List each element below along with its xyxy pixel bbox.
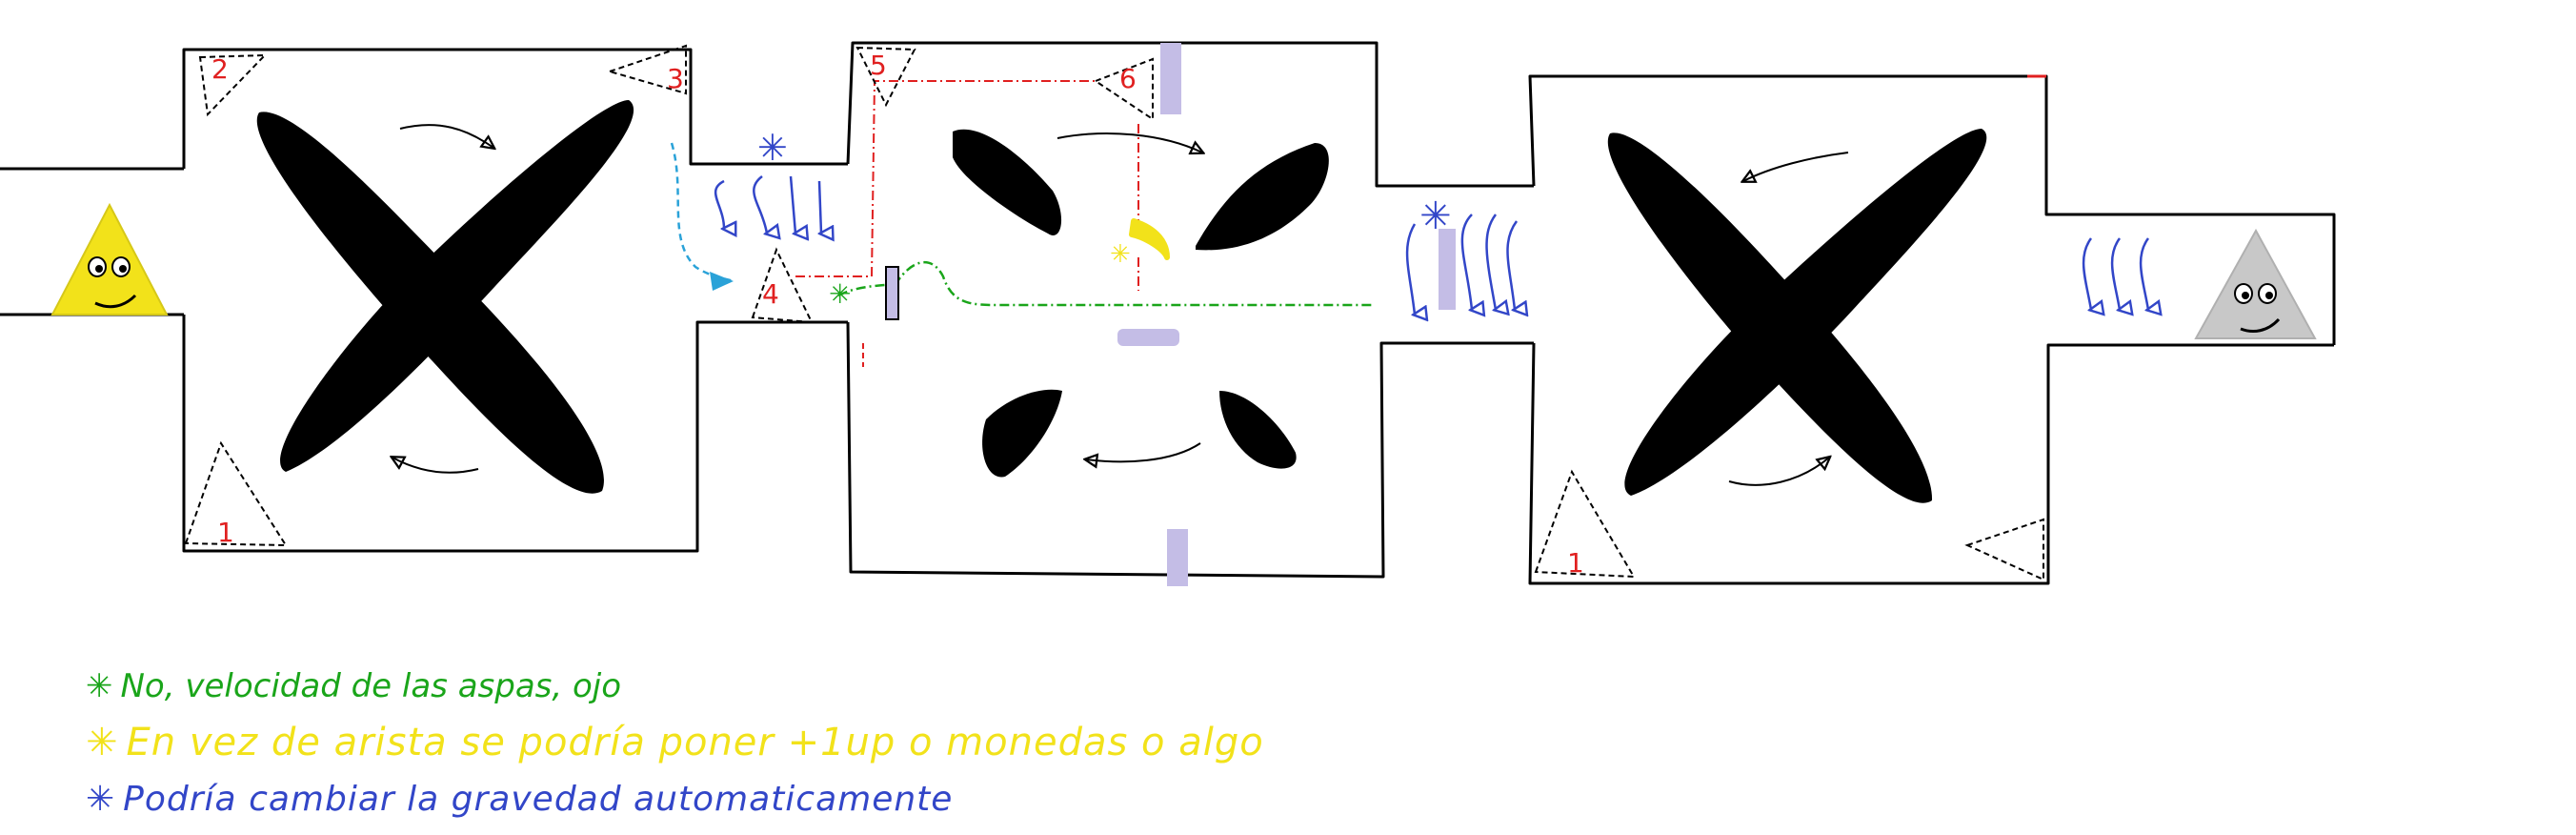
- rotation-arrow: [392, 458, 479, 474]
- design-notes: ✳No, velocidad de las aspas, ojo ✳En vez…: [86, 667, 1515, 829]
- rotation-arrow: [1086, 442, 1201, 461]
- wall-outlines: [0, 41, 2336, 585]
- right-room: 1: [1534, 74, 2046, 581]
- triangle-label: 2: [211, 53, 229, 85]
- green-dashed-path: [837, 260, 1372, 307]
- fan-blades-cross: [1607, 129, 1987, 503]
- rotation-arrow: [399, 124, 493, 148]
- lavender-bar: [1160, 43, 1181, 114]
- rotation-arrow: [1728, 458, 1829, 486]
- smile: [2240, 317, 2281, 333]
- yellow-triangle-character: [50, 202, 169, 316]
- gray-plate: [885, 266, 899, 320]
- green-star-marker: ✳: [829, 278, 851, 310]
- middle-room-wall: [846, 41, 1534, 188]
- spike-triangle: [198, 53, 268, 117]
- spike-triangle: [1534, 469, 1636, 579]
- blue-star-marker: ✳: [757, 127, 788, 169]
- triangle-label: 1: [217, 517, 234, 548]
- gravity-arrows: [1405, 214, 1517, 315]
- fan-blade: [1624, 129, 1987, 496]
- fan-blade: [953, 129, 1062, 235]
- triangle-label: 3: [667, 63, 684, 94]
- gravity-arrows: [714, 175, 821, 234]
- right-room-wall: [1528, 342, 2334, 585]
- note-green-text: No, velocidad de las aspas, ojo: [120, 667, 622, 705]
- lavender-bar: [1117, 329, 1179, 346]
- left-room-wall: [182, 48, 848, 169]
- lavender-bar: [1439, 229, 1456, 310]
- note-blue-text: Podría cambiar la gravedad automaticamen…: [123, 780, 954, 819]
- yellow-star-marker: ✳: [1110, 240, 1131, 269]
- triangle-label: 1: [1567, 547, 1584, 579]
- lavender-bar: [1167, 529, 1188, 586]
- rotation-arrow: [1743, 152, 1849, 181]
- fan-blade: [280, 100, 634, 472]
- note-yellow-text: En vez de arista se podría poner +1up o …: [126, 721, 1264, 764]
- right-room-wall: [1528, 74, 2336, 345]
- middle-room-wall: [846, 321, 1534, 579]
- yellow-star-icon: ✳: [86, 721, 119, 764]
- fan-blades-cross: [256, 100, 634, 494]
- fan-blade: [1196, 143, 1329, 251]
- blue-star-marker: ✳: [1419, 194, 1452, 238]
- blue-star-icon: ✳: [86, 780, 116, 819]
- green-star-icon: ✳: [86, 667, 113, 705]
- spike-triangle: [184, 440, 288, 547]
- spike-triangle: [1093, 57, 1154, 121]
- gravity-arrows: [2082, 237, 2148, 310]
- spike-triangle: [606, 44, 687, 95]
- start-character: [50, 202, 169, 316]
- rotation-arrow: [1057, 132, 1202, 153]
- yellow-banana-pickup: [1129, 218, 1170, 260]
- connector-middle-right: ✳: [1405, 194, 1517, 315]
- red-dashed-route: [795, 80, 1096, 277]
- connector-left-middle: ✳ 4: [670, 127, 821, 324]
- spike-triangle: [751, 247, 814, 324]
- triangle-label: 6: [1119, 63, 1137, 94]
- fan-blade: [1219, 391, 1297, 469]
- left-room-wall: [182, 315, 848, 553]
- note-yellow: ✳En vez de arista se podría poner +1up o…: [86, 721, 1264, 764]
- note-blue: ✳Podría cambiar la gravedad automaticame…: [86, 780, 953, 819]
- fan-blade: [982, 389, 1062, 478]
- smile: [94, 294, 137, 309]
- note-green: ✳No, velocidad de las aspas, ojo: [86, 667, 621, 705]
- spike-triangle: [855, 46, 916, 108]
- cyan-dashed-path: [670, 142, 735, 283]
- middle-room: 5 6 ✳ ✳: [795, 43, 1372, 586]
- exit-corridor: [2082, 228, 2317, 339]
- spike-triangle: [1964, 518, 2044, 581]
- left-room: 2 3 1: [184, 44, 687, 548]
- goal-character: [2194, 228, 2317, 339]
- gray-triangle-character: [2194, 228, 2317, 339]
- triangle-label: 4: [762, 278, 779, 310]
- fan-blades-four: [953, 129, 1329, 478]
- triangle-label: 5: [870, 50, 887, 81]
